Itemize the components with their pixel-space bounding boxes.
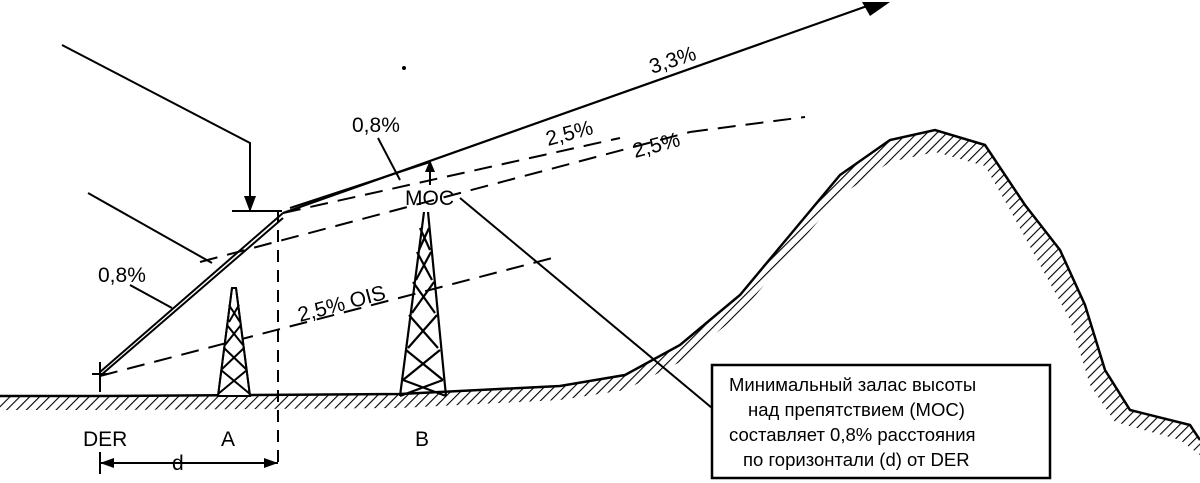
dashed-2-5-mid [199, 131, 691, 263]
label-b: B [415, 428, 429, 451]
label-3-3: 3,3% [646, 42, 699, 79]
leader-top-left [61, 44, 251, 210]
note-box [710, 363, 1052, 480]
terrain-outline [0, 128, 1200, 441]
note-line-4: по горизонтали (d) от DER [743, 449, 970, 470]
climb-line-lower-2 [99, 217, 284, 377]
climb-line-lower [99, 212, 284, 373]
leader-moc-note [459, 197, 713, 409]
label-moc: МОС [405, 187, 454, 210]
arrow-head [862, 2, 890, 16]
tower-b [398, 211, 448, 398]
label-ois: 2,5% OIS [295, 281, 388, 326]
dashed-2-5-mid-ext [689, 116, 806, 133]
note-line-1: Минимальный залас высоты [729, 374, 976, 395]
label-a: A [221, 428, 235, 451]
note-line-2: над препятствием (МОС) [748, 399, 965, 420]
ois-line [99, 255, 561, 377]
tower-a [216, 287, 252, 397]
label-2-5-mid: 2,5% [630, 128, 682, 163]
dashed-2-5-upper [282, 137, 621, 214]
label-0-8-left: 0,8% [98, 264, 146, 287]
label-d: d [172, 452, 184, 475]
label-der: DER [83, 428, 127, 451]
note-line-3: составляет 0,8% расстояния [729, 424, 976, 445]
leader-0-8-upper [377, 137, 401, 181]
label-0-8-upper: 0,8% [352, 114, 400, 137]
leader-mid-left [87, 192, 213, 264]
